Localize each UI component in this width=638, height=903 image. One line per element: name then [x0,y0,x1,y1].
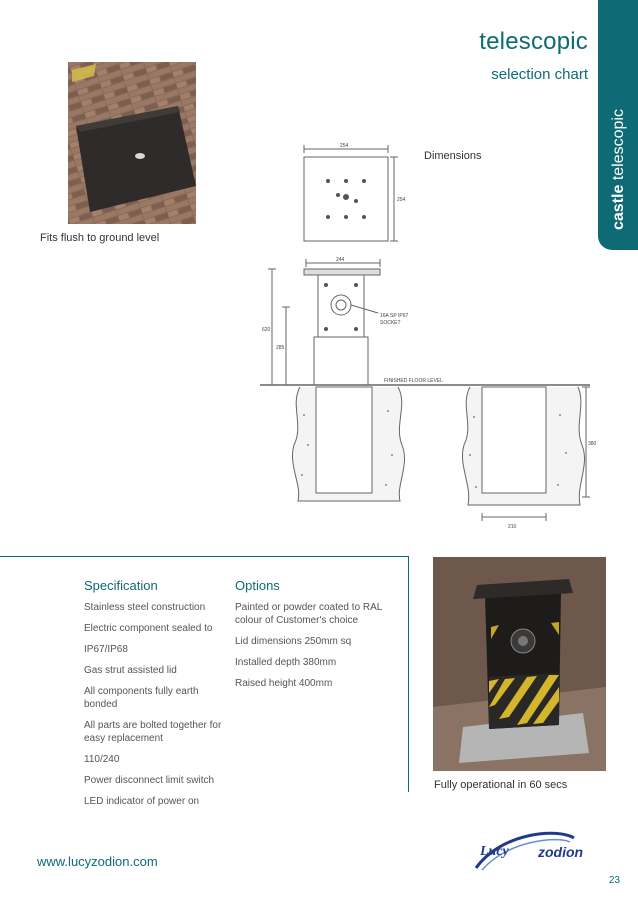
logo-swoosh [474,831,575,871]
raised-bollard-photo-art [433,557,606,771]
dimension-drawing: 254 254 244 620 285 16A SP IP67 SOCKET F… [260,143,597,530]
flush-lid-photo-art [68,62,196,224]
options-section: Options Painted or powder coated to RAL … [235,578,400,698]
option-item: Painted or powder coated to RAL colour o… [235,602,382,626]
dim-installed-depth: 380 [588,441,597,447]
raised-bollard-photo [433,557,606,771]
dimensions-label: Dimensions [424,150,482,162]
side-tab-product: telescopic [610,109,627,181]
options-heading: Options [235,578,280,593]
photo-bottom-caption: Fully operational in 60 secs [434,779,568,791]
lucy-zodion-logo: Lucy zodion [462,828,602,874]
dim-overall-height: 620 [262,327,271,333]
side-tab-label: castle telescopic [610,109,628,230]
page-subtitle: selection chart [491,66,588,83]
spec-item: All components fully earth bonded [84,686,199,710]
option-item: Lid dimensions 250mm sq [235,636,352,647]
dim-base-width: 210 [508,524,517,530]
option-item: Installed depth 380mm [235,657,337,668]
spec-item: Electric component sealed to [84,623,213,634]
side-tab: castle telescopic [598,0,638,250]
page-number: 23 [608,875,620,886]
socket-note: 16A SP IP67 [380,313,408,319]
dim-body-height: 285 [276,345,285,351]
spec-item: 110/240 [84,754,120,765]
website-link[interactable]: www.lucyzodion.com [37,854,158,869]
spec-item: Gas strut assisted lid [84,665,177,676]
spec-item: All parts are bolted together for easy r… [84,720,222,744]
logo-text-left: Lucy [480,844,509,859]
page-title: telescopic [479,28,588,55]
section-divider-horizontal [0,556,408,557]
spec-item: IP67/IP68 [84,644,128,655]
dim-plan-width: 254 [340,143,349,149]
logo-text-right: zodion [538,844,584,860]
dim-lid-width: 244 [336,257,345,263]
specification-heading: Specification [84,578,158,593]
dim-plan-depth: 254 [397,197,406,203]
options-list: Painted or powder coated to RAL colour o… [235,601,400,690]
socket-note-2: SOCKET [380,320,401,326]
spec-item: Power disconnect limit switch [84,775,215,786]
specification-list: Stainless steel construction Electric co… [84,601,224,808]
section-divider-vertical [408,556,409,792]
spec-item: Stainless steel construction [84,602,206,613]
spec-item: LED indicator of power on [84,796,200,807]
plan-view-square [303,156,389,242]
side-tab-brand: castle [610,184,627,230]
flush-lid-photo [68,62,196,224]
photo-top-caption: Fits flush to ground level [40,232,160,244]
specification-section: Specification Stainless steel constructi… [84,578,224,816]
floor-level-label: FINISHED FLOOR LEVEL [384,378,443,384]
option-item: Raised height 400mm [235,678,333,689]
